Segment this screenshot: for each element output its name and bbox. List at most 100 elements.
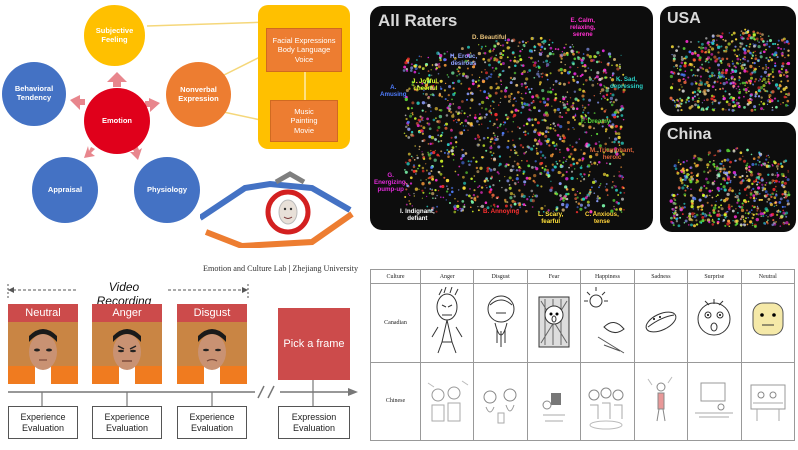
label-joyful-text: J. Joyful, cheerful — [412, 78, 439, 93]
neutral-label: Neutral — [8, 304, 78, 322]
emotion-diagram: Subjective Feeling Nonverbal Expression … — [0, 0, 360, 250]
disgust-label: Disgust — [177, 304, 247, 322]
pick-frame-label: Pick a frame — [283, 338, 345, 350]
label-anxious-text: C. Anxious, tense — [585, 211, 619, 226]
appraisal-node: Appraisal — [32, 157, 98, 223]
usa-scatter — [669, 28, 791, 112]
drawing-chinese-surprise — [687, 361, 742, 441]
expression-evaluation: Expression Evaluation — [278, 406, 350, 439]
disgust-face-photo — [177, 322, 247, 384]
video-pipeline: Video Recording Neutral Anger Disgust Pi… — [0, 270, 368, 450]
label-amusing-text: A. Amusing — [380, 84, 407, 99]
label-indignant-text: I. Indignant, defiant — [400, 208, 435, 223]
header-anger: Anger — [419, 269, 475, 284]
label-scary: L. Scary, fearful — [538, 211, 563, 225]
header-fear: Fear — [526, 269, 582, 284]
table-header-row: Culture Anger Disgust Fear Happiness Sad… — [370, 269, 796, 284]
arrow-left — [70, 95, 85, 110]
drawing-canadian-anger — [419, 283, 475, 363]
label-anxious: C. Anxious, tense — [585, 211, 619, 225]
label-beautiful: D. Beautiful — [472, 34, 507, 41]
label-indignant: I. Indignant, defiant — [400, 208, 435, 222]
label-erotic-text: H. Erotic, desirous — [450, 53, 478, 68]
emotion-center-node: Emotion — [84, 88, 150, 154]
header-happiness: Happiness — [580, 269, 635, 284]
china-scatter — [669, 147, 791, 228]
row-culture-chinese: Chinese — [370, 361, 421, 441]
experience-evaluation-2-text: Experience Evaluation — [104, 411, 150, 433]
lab-caption: Emotion and Culture Lab | Zhejiang Unive… — [203, 264, 358, 273]
label-triumphant-text: M. Triumphant, heroic — [590, 147, 634, 162]
drawing-chinese-happiness — [580, 361, 635, 441]
label-calm-text: E. Calm, relaxing, serene — [570, 17, 596, 39]
experience-evaluation-1-text: Experience Evaluation — [20, 411, 66, 433]
header-sadness: Sadness — [633, 269, 689, 284]
label-scary-text: L. Scary, fearful — [538, 211, 564, 226]
header-neutral: Neutral — [740, 269, 796, 284]
label-energizing-text: G. Energizing, pump-up — [374, 172, 408, 194]
all-raters-scatter — [402, 36, 626, 214]
experience-evaluation-1: Experience Evaluation — [8, 406, 78, 439]
culture-drawings-table: Culture Anger Disgust Fear Happiness Sad… — [370, 269, 796, 441]
drawing-canadian-surprise — [687, 283, 742, 363]
arrow-up — [107, 72, 127, 87]
label-joyful: J. Joyful, cheerful — [412, 78, 439, 92]
china-map: China — [660, 122, 796, 232]
drawing-chinese-neutral — [740, 361, 796, 441]
drawing-canadian-neutral — [740, 283, 796, 363]
drawing-canadian-happiness — [580, 283, 635, 363]
experience-evaluation-3-text: Experience Evaluation — [189, 411, 235, 433]
emotion-center-label: Emotion — [102, 115, 132, 125]
appraisal-label: Appraisal — [47, 184, 83, 194]
subjective-feeling-label: Subjective Feeling — [95, 25, 134, 44]
behavioral-tendency-label: Behavioral Tendency — [14, 84, 54, 102]
expression-types-box: Facial Expressions Body Language Voice — [266, 28, 342, 72]
expression-types-text: Facial Expressions Body Language Voice — [272, 35, 336, 64]
nonverbal-expression-label: Nonverbal Expression — [178, 84, 219, 103]
pipeline-lines — [7, 284, 358, 406]
arrow-down-left — [84, 146, 95, 158]
lab-name: Emotion and Culture Lab — [203, 264, 287, 273]
label-amusing: A. Amusing — [380, 84, 406, 98]
art-forms-text: Music Painting Movie — [290, 106, 318, 135]
pick-frame-box: Pick a frame — [278, 308, 350, 380]
all-raters-map: All Raters D. Beautiful E. Calm, relaxin… — [370, 6, 653, 230]
drawing-canadian-disgust — [473, 283, 528, 363]
arrow-right — [145, 98, 160, 112]
drawing-chinese-fear — [526, 361, 582, 441]
lab-university: Zhejiang University — [292, 264, 359, 273]
drawing-chinese-sadness — [633, 361, 689, 441]
drawing-canadian-sadness — [633, 283, 689, 363]
nonverbal-expression-node: Nonverbal Expression — [166, 62, 231, 127]
experience-evaluation-3: Experience Evaluation — [177, 406, 247, 439]
table-row: Chinese — [370, 361, 796, 441]
label-dreamy: F. Dreamy — [581, 118, 611, 125]
neutral-face-photo — [8, 322, 78, 384]
header-disgust: Disgust — [473, 269, 528, 284]
physiology-node: Physiology — [134, 157, 200, 223]
header-culture: Culture — [370, 269, 421, 284]
usa-title: USA — [667, 10, 701, 27]
header-surprise: Surprise — [687, 269, 742, 284]
expression-evaluation-text: Expression Evaluation — [291, 411, 337, 433]
label-erotic: H. Erotic, desirous — [450, 53, 477, 67]
row-culture-canadian: Canadian — [370, 283, 421, 363]
label-annoying: B. Annoying — [483, 208, 520, 215]
table-row: Canadian — [370, 283, 796, 363]
china-title: China — [667, 126, 712, 143]
art-forms-box: Music Painting Movie — [270, 100, 338, 142]
anger-label: Anger — [92, 304, 162, 322]
label-calm: E. Calm, relaxing, serene — [570, 17, 595, 38]
all-raters-title: All Raters — [378, 11, 458, 30]
label-energizing: G. Energizing, pump-up — [374, 172, 407, 193]
drawing-chinese-anger — [419, 361, 475, 441]
physiology-label: Physiology — [146, 184, 187, 194]
label-sad-text: K. Sad, depressing — [610, 76, 644, 91]
subjective-feeling-node: Subjective Feeling — [82, 3, 147, 68]
label-triumphant: M. Triumphant, heroic — [590, 147, 634, 161]
usa-map: USA — [660, 6, 796, 116]
eye-icon — [200, 171, 354, 248]
anger-face-photo — [92, 322, 162, 384]
label-sad: K. Sad, depressing — [610, 76, 643, 90]
experience-evaluation-2: Experience Evaluation — [92, 406, 162, 439]
